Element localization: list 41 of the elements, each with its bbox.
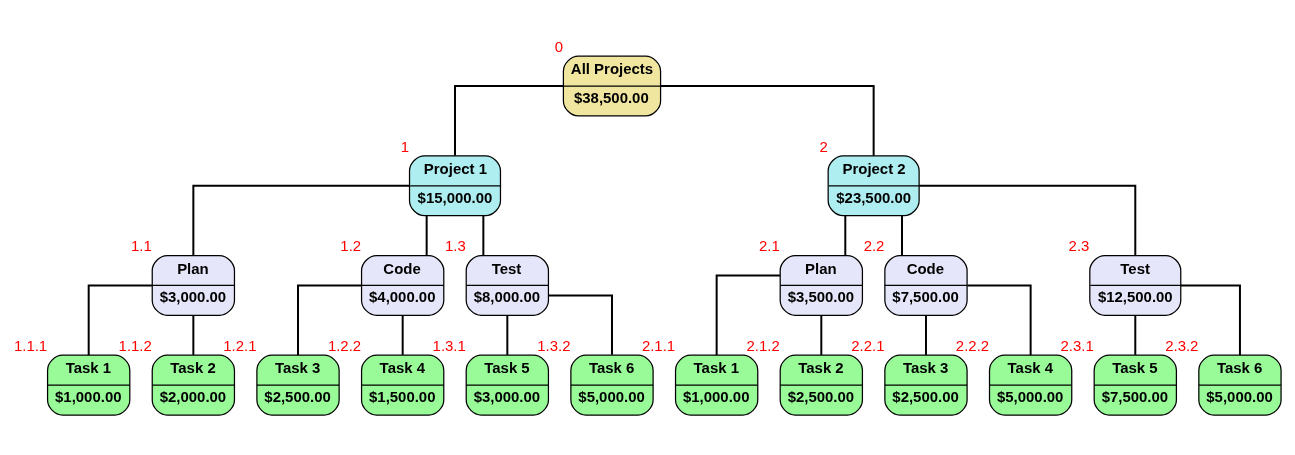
connector bbox=[401, 314, 404, 356]
node-label: 2.1.1 bbox=[641, 336, 676, 354]
node-label: 1.2.1 bbox=[223, 336, 257, 354]
node-label: 1.3.1 bbox=[432, 336, 466, 354]
connector bbox=[192, 184, 411, 257]
connector bbox=[482, 214, 485, 257]
connector bbox=[918, 184, 1137, 257]
node-label: 2 bbox=[819, 137, 828, 155]
node-label: 1 bbox=[400, 137, 410, 155]
node-label: 2.3.2 bbox=[1165, 336, 1199, 354]
node-label: 1.2 bbox=[340, 237, 362, 255]
connector bbox=[924, 314, 927, 356]
node-label: 1.1 bbox=[131, 237, 152, 255]
connector bbox=[901, 214, 903, 257]
connector bbox=[87, 284, 153, 357]
node-label: 1.3.2 bbox=[537, 336, 571, 354]
connector bbox=[715, 274, 781, 357]
connector bbox=[844, 214, 847, 257]
connector bbox=[192, 314, 195, 356]
node-label: 2.2 bbox=[863, 237, 885, 255]
connector bbox=[547, 294, 613, 356]
node-label: 1.1.2 bbox=[118, 336, 152, 354]
node-label: 1.2.2 bbox=[327, 336, 362, 354]
node-label: 2.2.2 bbox=[955, 336, 990, 354]
connector bbox=[1179, 284, 1241, 357]
node-label: 1.1.1 bbox=[13, 336, 48, 354]
node-label: 2.3 bbox=[1068, 237, 1090, 255]
node-label: 0 bbox=[554, 37, 563, 55]
node-label: 2.2.1 bbox=[851, 336, 885, 354]
connector bbox=[1134, 314, 1137, 356]
node-label: 1.3 bbox=[445, 237, 466, 255]
connector bbox=[425, 214, 428, 257]
node-label: 2.1 bbox=[759, 237, 780, 255]
connector bbox=[659, 85, 875, 157]
node-label: 2.1.2 bbox=[746, 336, 780, 354]
connector bbox=[297, 284, 363, 357]
node-label: 2.3.1 bbox=[1060, 336, 1094, 354]
connector bbox=[820, 314, 823, 356]
connector bbox=[966, 284, 1032, 357]
connector bbox=[454, 85, 565, 157]
connector bbox=[506, 314, 509, 356]
